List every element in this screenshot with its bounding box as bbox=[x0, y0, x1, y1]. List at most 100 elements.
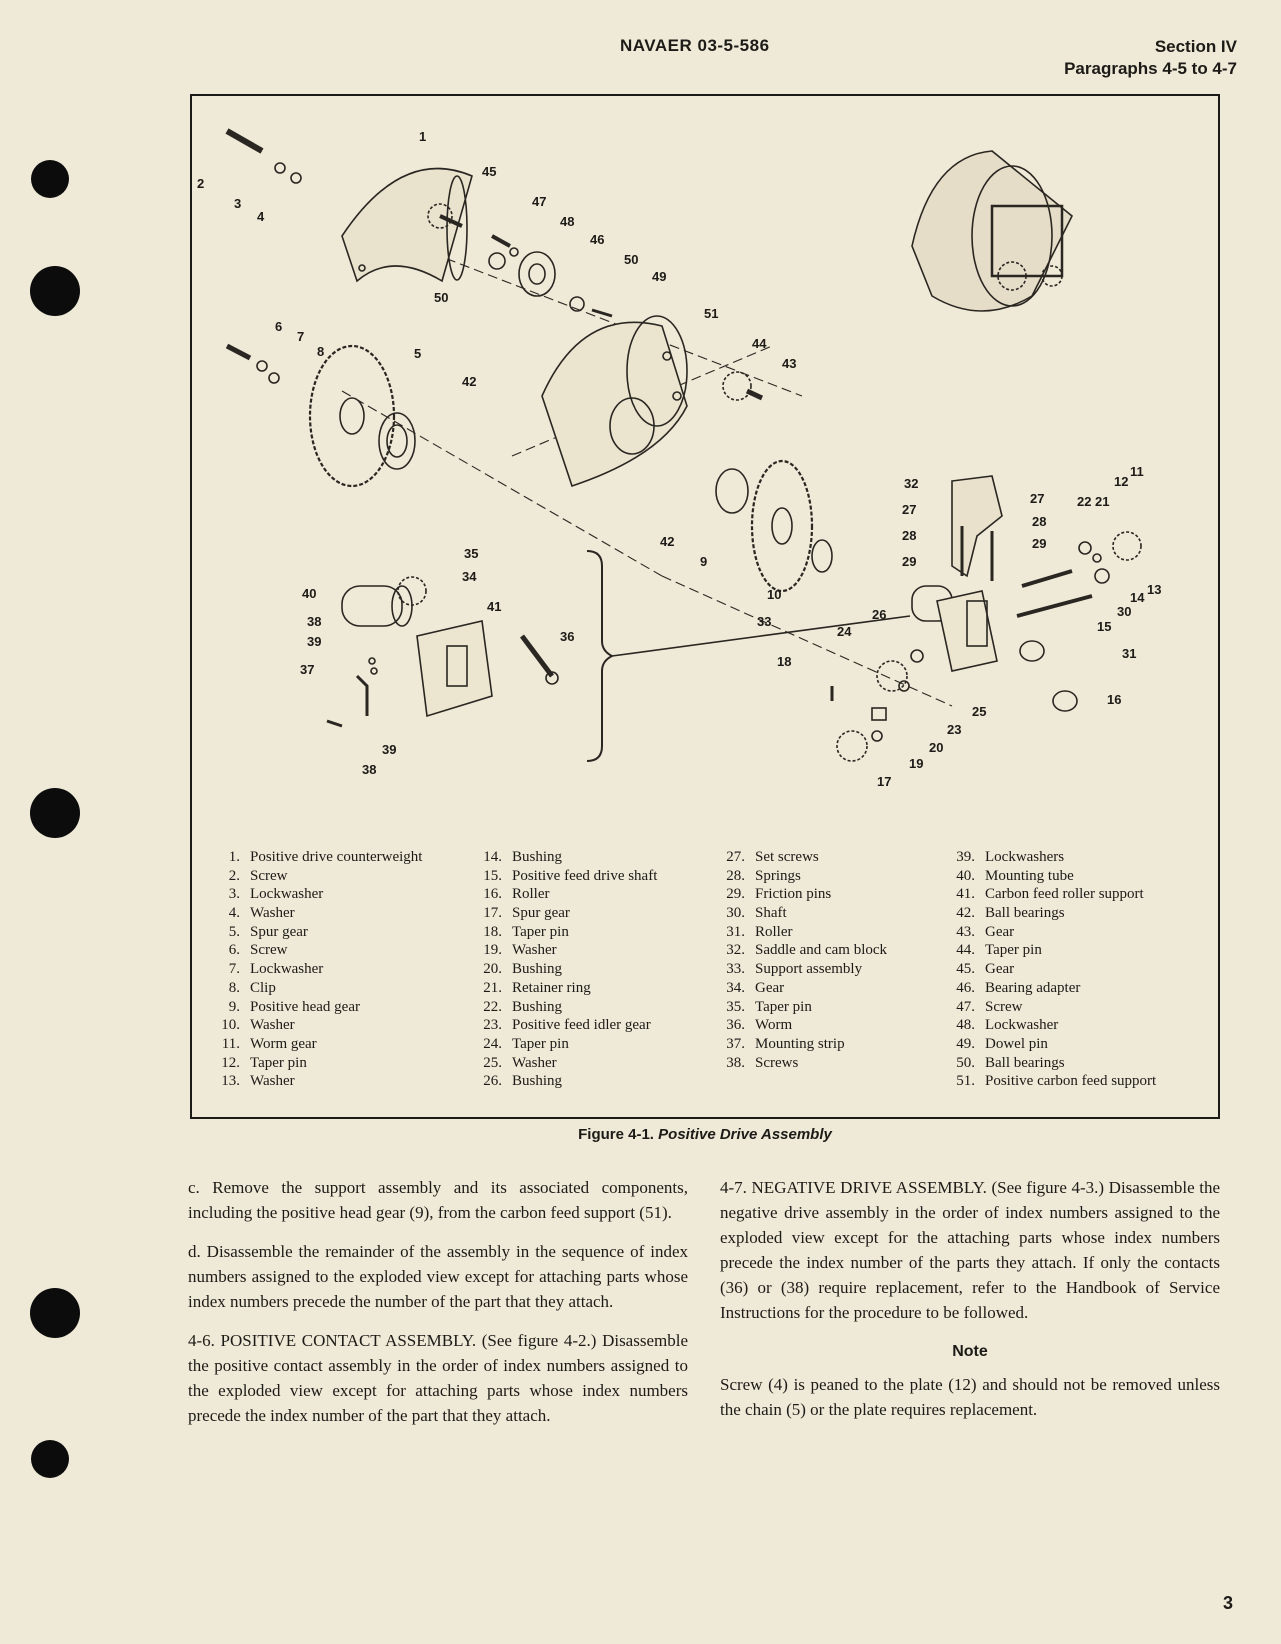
legend-item-label: Bearing adapter bbox=[985, 979, 1081, 996]
legend-item: 34.Gear bbox=[717, 979, 887, 998]
callout-labels: 1 2 3 4 45 47 48 46 50 49 50 51 6 7 8 5 … bbox=[197, 129, 1161, 789]
svg-text:37: 37 bbox=[300, 662, 314, 677]
legend-item-number: 25. bbox=[483, 1054, 502, 1071]
legend-item-label: Retainer ring bbox=[512, 979, 591, 996]
legend-item-label: Bushing bbox=[512, 998, 563, 1015]
legend-item-number: 20. bbox=[483, 961, 502, 978]
svg-text:1: 1 bbox=[419, 129, 426, 144]
carbon-feed-support-part bbox=[541, 315, 688, 488]
legend-item: 48.Lockwasher bbox=[947, 1016, 1156, 1035]
svg-text:36: 36 bbox=[560, 629, 574, 644]
legend-item-number: 45. bbox=[956, 961, 975, 978]
screw-part bbox=[225, 343, 252, 361]
binder-holes bbox=[0, 0, 100, 1644]
legend-item-number: 13. bbox=[221, 1073, 240, 1090]
svg-text:32: 32 bbox=[904, 476, 918, 491]
legend-item-label: Gear bbox=[755, 979, 785, 996]
legend-item-number: 10. bbox=[221, 1017, 240, 1034]
legend-item-label: Positive feed drive shaft bbox=[512, 867, 658, 884]
svg-text:29: 29 bbox=[902, 554, 916, 569]
svg-text:6: 6 bbox=[275, 319, 282, 334]
assembled-view bbox=[911, 150, 1074, 312]
legend-item-label: Washer bbox=[250, 1017, 295, 1034]
paragraphs-label: Paragraphs 4-5 to 4-7 bbox=[1064, 59, 1237, 78]
svg-text:35: 35 bbox=[464, 546, 478, 561]
paragraph-4-7: 4-7. NEGATIVE DRIVE ASSEMBLY. (See figur… bbox=[720, 1178, 1220, 1322]
paragraph-d: d. Disassemble the remainder of the asse… bbox=[188, 1242, 688, 1311]
page-header: NAVAER 03-5-586 Section IV Paragraphs 4-… bbox=[0, 36, 1281, 96]
svg-text:27: 27 bbox=[1030, 491, 1044, 506]
legend-item: 17.Spur gear bbox=[474, 904, 657, 923]
legend-item-number: 7. bbox=[228, 961, 240, 978]
legend-item-number: 17. bbox=[483, 905, 502, 922]
svg-text:4: 4 bbox=[257, 209, 265, 224]
screw-part bbox=[225, 128, 264, 154]
legend-item: 50. Ball bearings bbox=[947, 1054, 1156, 1073]
support-assembly-part bbox=[830, 475, 1142, 762]
note-title: Note bbox=[952, 1343, 988, 1360]
legend-item: 45. Gear bbox=[947, 960, 1156, 979]
left-text-column: c. Remove the support assembly and its a… bbox=[188, 1175, 688, 1442]
legend-item-number: 33. bbox=[726, 961, 745, 978]
legend-item-number: 6. bbox=[228, 942, 240, 959]
svg-text:28: 28 bbox=[902, 528, 916, 543]
svg-text:49: 49 bbox=[652, 269, 666, 284]
head-gear-part bbox=[750, 459, 814, 593]
legend-item-number: 36. bbox=[726, 1017, 745, 1034]
legend-item-number: 30. bbox=[726, 905, 745, 922]
svg-text:43: 43 bbox=[782, 356, 796, 371]
binder-hole bbox=[31, 160, 69, 198]
legend-item-number: 11. bbox=[221, 1035, 240, 1052]
svg-text:38: 38 bbox=[362, 762, 376, 777]
legend-item: 21.Retainer ring bbox=[474, 979, 657, 998]
legend-item: 35.Taper pin bbox=[717, 998, 887, 1017]
svg-text:10: 10 bbox=[767, 587, 781, 602]
legend-item-number: 42. bbox=[956, 905, 975, 922]
legend-item: 10. Washer bbox=[212, 1016, 422, 1035]
legend-item: 4.Washer bbox=[212, 904, 422, 923]
svg-text:44: 44 bbox=[752, 336, 767, 351]
legend-item: 12.Taper pin bbox=[212, 1054, 422, 1073]
legend-item-number: 44. bbox=[956, 942, 975, 959]
svg-text:20: 20 bbox=[929, 740, 943, 755]
legend-item: 40.Mounting tube bbox=[947, 867, 1156, 886]
svg-text:25: 25 bbox=[972, 704, 986, 719]
legend-item-label: Gear bbox=[985, 961, 1015, 978]
gear-part bbox=[722, 371, 752, 401]
bracket bbox=[586, 550, 615, 762]
svg-text:50: 50 bbox=[434, 290, 448, 305]
bearing-adapter-part bbox=[518, 251, 556, 297]
legend-item-number: 1. bbox=[228, 849, 240, 865]
legend-item-label: Shaft bbox=[755, 905, 787, 922]
legend-item-label: Friction pins bbox=[755, 886, 832, 903]
svg-text:34: 34 bbox=[462, 569, 477, 584]
legend-item: 51.Positive carbon feed support bbox=[947, 1072, 1156, 1091]
legend-item: 30. Shaft bbox=[717, 904, 887, 923]
legend-item-number: 5. bbox=[228, 923, 240, 940]
svg-text:39: 39 bbox=[307, 634, 321, 649]
legend-item-label: Taper pin bbox=[512, 923, 569, 940]
svg-text:24: 24 bbox=[837, 624, 852, 639]
legend-item-number: 27. bbox=[726, 849, 745, 865]
svg-text:38: 38 bbox=[307, 614, 321, 629]
svg-text:29: 29 bbox=[1032, 536, 1046, 551]
legend-item-label: Springs bbox=[755, 867, 801, 884]
svg-text:48: 48 bbox=[560, 214, 574, 229]
legend-item-number: 3. bbox=[228, 886, 240, 903]
legend-item-number: 8. bbox=[228, 979, 240, 996]
legend-item-number: 23. bbox=[483, 1017, 502, 1034]
legend-item-label: Ball bearings bbox=[985, 1054, 1065, 1071]
legend-item-label: Washer bbox=[250, 1073, 295, 1090]
legend-item-number: 49. bbox=[956, 1035, 975, 1052]
legend-item: 5.Spur gear bbox=[212, 923, 422, 942]
svg-text:9: 9 bbox=[700, 554, 707, 569]
legend-item-label: Screws bbox=[755, 1054, 799, 1071]
svg-text:27: 27 bbox=[902, 502, 916, 517]
legend-item-number: 50. bbox=[956, 1054, 975, 1071]
svg-text:30: 30 bbox=[1117, 604, 1131, 619]
legend-item: 9.Positive head gear bbox=[212, 998, 422, 1017]
legend-item: 42.Ball bearings bbox=[947, 904, 1156, 923]
legend-item-label: Washer bbox=[250, 905, 295, 922]
